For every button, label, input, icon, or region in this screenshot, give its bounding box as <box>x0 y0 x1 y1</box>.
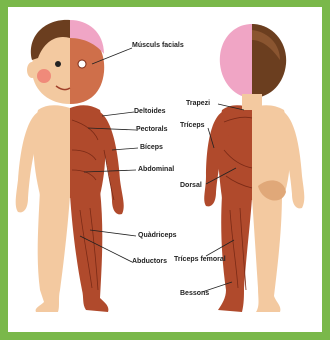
label-dorsal: Dorsal <box>180 182 202 190</box>
label-deltoides: Deltoides <box>134 108 166 116</box>
label-facial: Músculs facials <box>132 42 184 50</box>
front-eye-muscle <box>78 60 86 68</box>
label-quadriceps: Quàdriceps <box>138 232 177 240</box>
back-head-brain <box>220 24 252 98</box>
front-figure <box>16 20 124 312</box>
label-pectorals: Pectorals <box>136 126 168 134</box>
leader-deltoides <box>102 112 134 116</box>
label-triceps-femoral: Tríceps femoral <box>174 256 226 264</box>
label-bessons: Bessons <box>180 290 209 298</box>
back-left-leg-muscle <box>218 195 252 312</box>
label-abdominal: Abdominal <box>138 166 174 174</box>
front-ear <box>27 62 37 78</box>
back-figure <box>204 24 304 312</box>
back-neck <box>242 94 262 110</box>
front-right-leg-muscle <box>70 190 108 312</box>
front-eye <box>55 61 61 67</box>
front-left-leg-skin <box>36 190 70 312</box>
label-triceps: Tríceps <box>180 122 205 130</box>
label-trapezi: Trapezi <box>186 100 210 108</box>
label-abductors: Abductors <box>132 258 167 266</box>
label-biceps: Bíceps <box>140 144 163 152</box>
back-right-leg-skin <box>252 192 282 312</box>
front-cheek <box>37 69 51 83</box>
